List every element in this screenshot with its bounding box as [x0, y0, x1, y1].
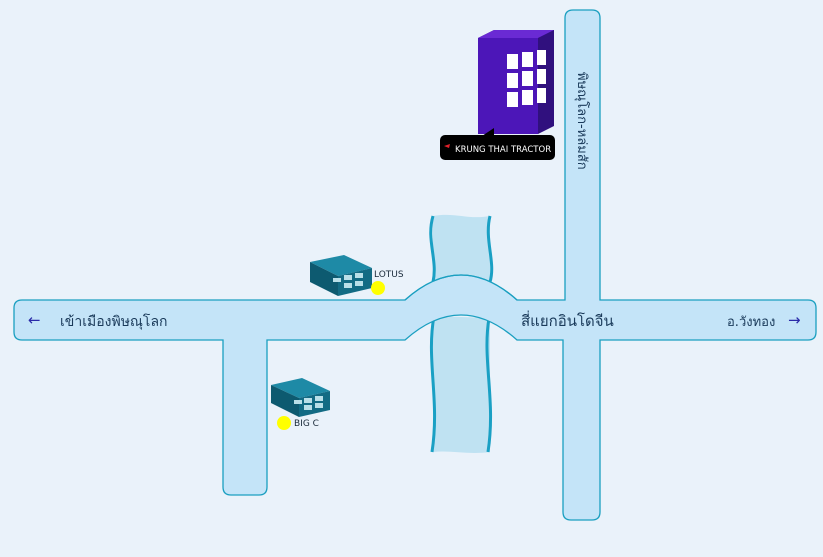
krung-thai-tractor-label: KRUNG THAI TRACTOR	[455, 145, 551, 155]
krung-thai-tractor-tag[interactable]: KRUNG THAI TRACTOR	[440, 128, 555, 160]
pin-icon	[444, 144, 450, 148]
river	[429, 214, 494, 453]
store-building-icon	[271, 378, 330, 417]
arrow-left-icon: ←	[28, 311, 41, 329]
big-c-marker-icon[interactable]	[277, 416, 291, 430]
lotus-label: LOTUS	[374, 270, 404, 280]
label-to-wang-thong: อ.วังทอง	[727, 315, 775, 330]
road-network	[13, 9, 817, 521]
lotus-marker-icon[interactable]	[371, 281, 385, 295]
tower-building-icon	[478, 30, 554, 134]
arrow-right-icon: →	[788, 311, 801, 329]
label-to-phitsanulok: เข้าเมืองพิษณุโลก	[60, 313, 168, 330]
big-c-label: BIG C	[294, 419, 319, 429]
label-intersection: สี่แยกอินโดจีน	[521, 310, 614, 330]
label-vertical-road: พิษณุโลก-หล่มสัก	[574, 72, 590, 170]
store-building-icon	[310, 255, 372, 296]
